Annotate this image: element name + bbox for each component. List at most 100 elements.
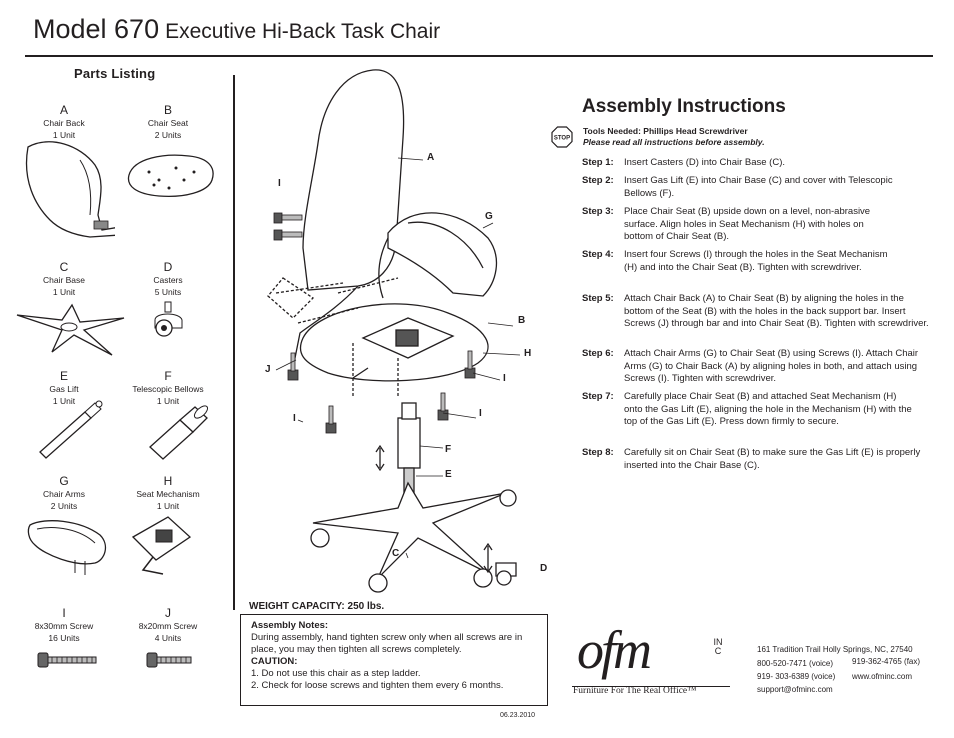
part-letter: J xyxy=(165,606,171,620)
diagram-label-d: D xyxy=(540,563,548,574)
diagram-label-h: H xyxy=(524,348,532,359)
diagram-label-g: G xyxy=(485,211,493,222)
tools-needed: Tools Needed: Phillips Head Screwdriver … xyxy=(583,126,765,148)
weight-capacity: WEIGHT CAPACITY: 250 lbs. xyxy=(249,601,385,612)
chair-seat-illustration xyxy=(127,154,214,198)
header-divider xyxy=(25,55,933,57)
step-7: Step 7: Carefully place Chair Seat (B) a… xyxy=(582,391,932,441)
document-date: 06.23.2010 xyxy=(500,712,536,719)
step-label: Step 1: xyxy=(582,157,614,168)
part-name: 8x30mm Screw xyxy=(34,621,94,631)
caster-illustration xyxy=(154,301,183,337)
diagram-label-b: B xyxy=(518,315,526,326)
diagram-label-i-top: I xyxy=(278,178,281,189)
part-letter: I xyxy=(62,606,66,620)
part-qty: 1 Unit xyxy=(52,130,76,140)
step-label: Step 2: xyxy=(582,175,614,186)
screw-8x20-illustration xyxy=(146,652,192,668)
part-i-label: I 8x30mm Screw 16 Units xyxy=(24,606,104,644)
step-2: Step 2: Insert Gas Lift (E) into Chair B… xyxy=(582,175,932,201)
part-a-label: A Chair Back 1 Unit xyxy=(24,103,104,141)
diagram-label-e: E xyxy=(445,469,452,480)
step-1: Step 1: Insert Casters (D) into Chair Ba… xyxy=(582,157,932,171)
part-e-label: E Gas Lift 1 Unit xyxy=(24,369,104,407)
caution-item-2: 2. Check for loose screws and tighten th… xyxy=(251,680,504,691)
part-letter: G xyxy=(59,474,69,488)
caution-item-1: 1. Do not use this chair as a step ladde… xyxy=(251,668,421,679)
step-text: Carefully sit on Chair Seat (B) to make … xyxy=(624,447,921,471)
column-divider xyxy=(233,75,235,610)
assembly-notes-box: Assembly Notes: During assembly, hand ti… xyxy=(240,614,548,706)
part-name: Telescopic Bellows xyxy=(132,384,204,394)
caution-title: CAUTION: xyxy=(251,656,298,667)
diagram-label-i-lower: I xyxy=(479,408,482,419)
model-subtitle: Executive Hi-Back Task Chair xyxy=(165,20,441,43)
logo-wordmark: ofm xyxy=(577,620,652,680)
step-3: Step 3: Place Chair Seat (B) upside down… xyxy=(582,206,932,244)
part-h-label: H Seat Mechanism 1 Unit xyxy=(128,474,208,512)
part-qty: 16 Units xyxy=(48,633,80,643)
part-name: 8x20mm Screw xyxy=(138,621,198,631)
part-qty: 1 Unit xyxy=(52,287,76,297)
part-name: Gas Lift xyxy=(49,384,79,394)
telescopic-bellows-illustration xyxy=(149,405,209,460)
part-qty: 5 Units xyxy=(154,287,182,297)
step-8: Step 8: Carefully sit on Chair Seat (B) … xyxy=(582,447,932,473)
exploded-assembly-diagram xyxy=(267,69,521,593)
part-j-label: J 8x20mm Screw 4 Units xyxy=(128,606,208,644)
part-letter: B xyxy=(163,103,172,117)
tools-text: Tools Needed: Phillips Head Screwdriver xyxy=(583,126,748,136)
company-fax: 919-362-4765 (fax) xyxy=(852,657,921,666)
seat-mechanism-illustration xyxy=(131,516,192,575)
step-text: Attach Chair Back (A) to Chair Seat (B) … xyxy=(624,293,929,329)
step-5: Step 5: Attach Chair Back (A) to Chair S… xyxy=(582,293,932,343)
diagram-label-i-right: I xyxy=(503,373,506,384)
chair-back-illustration xyxy=(25,141,115,238)
step-text: Insert four Screws (I) through the holes… xyxy=(624,249,888,273)
part-name: Casters xyxy=(153,275,183,285)
step-text: Place Chair Seat (B) upside down on a le… xyxy=(624,206,871,242)
part-letter: A xyxy=(59,103,68,117)
part-name: Seat Mechanism xyxy=(136,489,200,499)
part-qty: 1 Unit xyxy=(156,501,180,511)
diagram-label-f: F xyxy=(445,444,452,455)
logo-underline xyxy=(572,686,730,687)
part-name: Chair Back xyxy=(43,118,85,128)
company-website[interactable]: www.ofminc.com xyxy=(852,672,913,681)
diagram-label-i-left: I xyxy=(293,413,296,424)
step-text: Insert Gas Lift (E) into Chair Base (C) … xyxy=(624,175,893,199)
model-number: Model 670 xyxy=(33,14,160,44)
step-4: Step 4: Insert four Screws (I) through t… xyxy=(582,249,932,287)
diagram-label-j: J xyxy=(265,364,271,375)
notes-title: Assembly Notes: xyxy=(251,620,329,631)
step-text: Insert Casters (D) into Chair Base (C). xyxy=(624,157,786,168)
step-text: Carefully place Chair Seat (B) and attac… xyxy=(624,391,912,427)
company-email[interactable]: support@ofminc.com xyxy=(757,685,833,694)
step-label: Step 5: xyxy=(582,293,614,304)
part-qty: 1 Unit xyxy=(52,396,76,406)
gas-lift-illustration xyxy=(39,400,103,459)
ofm-logo: ofm INC xyxy=(575,620,725,690)
stop-sign-text: STOP xyxy=(554,136,570,142)
step-6: Step 6: Attach Chair Arms (G) to Chair S… xyxy=(582,348,932,386)
part-g-label: G Chair Arms 2 Units xyxy=(24,474,104,512)
part-letter: E xyxy=(59,369,68,383)
company-phone-1: 800-520-7471 (voice) xyxy=(757,659,834,668)
part-name: Chair Arms xyxy=(42,489,86,499)
part-letter: H xyxy=(163,474,173,488)
part-qty: 2 Units xyxy=(50,501,78,511)
chair-base-illustration xyxy=(16,303,125,356)
diagram-label-a: A xyxy=(427,152,435,163)
part-letter: D xyxy=(163,260,173,274)
part-d-label: D Casters 5 Units xyxy=(128,260,208,298)
step-label: Step 7: xyxy=(582,391,614,402)
step-text: Attach Chair Arms (G) to Chair Seat (B) … xyxy=(624,348,919,384)
part-f-label: F Telescopic Bellows 1 Unit xyxy=(128,369,208,407)
diagram-label-c: C xyxy=(392,548,400,559)
part-name: Chair Seat xyxy=(147,118,189,128)
assembly-title: Assembly Instructions xyxy=(582,96,786,117)
part-name: Chair Base xyxy=(42,275,86,285)
part-c-label: C Chair Base 1 Unit xyxy=(24,260,104,298)
part-qty: 2 Units xyxy=(154,130,182,140)
parts-listing-title: Parts Listing xyxy=(74,66,156,81)
